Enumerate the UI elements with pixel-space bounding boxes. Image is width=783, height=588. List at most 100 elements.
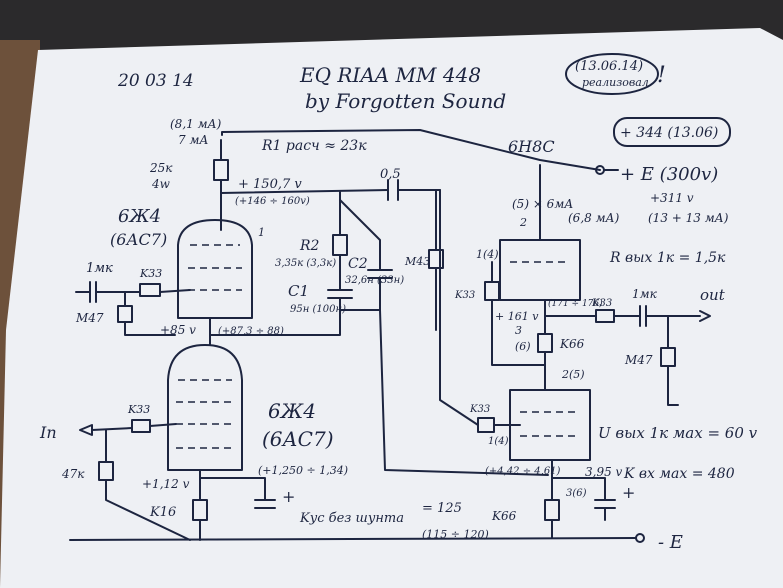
u-out-label: U вых 1к мах = 60 v — [598, 424, 758, 442]
v873-label: (+87,3 ÷ 88) — [218, 326, 284, 337]
tube1-input-wire — [75, 281, 191, 303]
tube1-grids — [188, 244, 242, 291]
top-rail-wire — [221, 129, 601, 171]
input-cap-label: 1мк — [86, 261, 113, 276]
m47-output-resistor — [660, 347, 676, 367]
coupling-wire — [220, 189, 441, 194]
pin2-label: 2 — [519, 216, 527, 229]
r2-resistor — [332, 234, 348, 256]
tube2-alt-label: (6АС7) — [262, 427, 334, 451]
lower-triode-envelope — [509, 389, 591, 461]
upper-grid-wire — [491, 261, 546, 366]
gain-label: Kус без шунта — [299, 511, 404, 526]
r47k-resistor — [98, 461, 114, 481]
v442-label: (+4,42 ÷ 4,61) — [485, 466, 561, 477]
title-text: EQ RIAA MM 448 — [299, 63, 481, 87]
tube1-pin1: 1 — [258, 226, 265, 239]
i1b-label: (6,8 мА) — [568, 211, 620, 225]
out-arrow — [699, 310, 711, 322]
k33c-label: K33 — [469, 404, 490, 415]
i1-label: (5) × 6мА — [512, 197, 573, 211]
c2-value: 32,6н (33н) — [345, 275, 404, 286]
tube-6n8s-label: 6Н8С — [508, 137, 555, 156]
gain-value: = 125 — [422, 501, 462, 516]
exclaim-mark: ! — [657, 63, 666, 88]
k33-input-label: K33 — [127, 403, 150, 416]
r-power-label: 4w — [151, 177, 171, 191]
r1-label: R1 расч ≈ 23к — [261, 138, 367, 154]
m43-resistor — [428, 249, 444, 269]
pin6-label: (6) — [515, 340, 531, 353]
k16-resistor — [192, 499, 208, 521]
m47-output-lead — [667, 315, 679, 406]
tube1-alt-label: (6АС7) — [110, 230, 167, 249]
ibias-label: (13 + 13 мА) — [648, 211, 729, 225]
v161-label: + 161 v — [495, 310, 539, 323]
tube2-label: 6Ж4 — [268, 399, 316, 423]
out-label: out — [700, 286, 726, 304]
current-label-b: 7 мА — [178, 133, 209, 147]
m43-label: M43 — [404, 255, 430, 268]
tube2-grids — [176, 379, 234, 449]
lower-cathode-network — [551, 459, 616, 539]
minus-e-label: - E — [658, 532, 683, 553]
m47-label: M47 — [75, 311, 104, 325]
coupling-capacitor — [387, 179, 399, 201]
pin14b-label: 1(4) — [488, 436, 509, 447]
k33-label: K33 — [139, 267, 162, 280]
grid-leak-wire — [435, 189, 479, 426]
ground-rail — [69, 537, 637, 541]
cathode-cap-plus: + — [282, 487, 295, 506]
riaa-c2-branch — [339, 199, 393, 311]
node1-voltage: + 150,7 v — [238, 177, 302, 192]
k66b-resistor — [544, 499, 560, 521]
riaa-return-wire — [379, 309, 549, 476]
date-text: 20 03 14 — [117, 71, 194, 91]
pin25-label: 2(5) — [561, 368, 585, 381]
v395-label: 3,95 v — [585, 465, 623, 479]
v112-label: +1,12 v — [142, 477, 190, 491]
k33-output-resistor — [595, 309, 615, 323]
k33-input-resistor — [131, 419, 151, 433]
pin3-label: 3 — [515, 324, 522, 337]
pin36-label: 3(6) — [566, 488, 587, 499]
cathode-network — [199, 469, 276, 541]
rout-label: R вых 1к = 1,5к — [609, 250, 726, 266]
v1250-label: (+1,250 ÷ 1,34) — [258, 464, 348, 477]
m47-resistor — [117, 305, 133, 323]
m47-lead — [124, 291, 176, 336]
r47k-lead — [105, 429, 191, 541]
c2-label: C2 — [348, 256, 368, 272]
k33-upper-resistor — [484, 281, 500, 301]
subtitle-text: by Forgotten Sound — [305, 89, 506, 113]
supply-label: + E (300v) — [620, 164, 718, 185]
input-wire — [79, 423, 177, 436]
realized-date: (13.06.14) — [575, 59, 643, 74]
upper-triode-envelope — [499, 239, 581, 301]
current-label-a: (8,1 мА) — [170, 117, 222, 131]
r47k-label: 47к — [61, 467, 85, 481]
input-label: In — [39, 423, 57, 442]
realized-note: реализовал — [582, 76, 649, 89]
node1-voltage-range: (+146 ÷ 160v) — [235, 196, 310, 207]
k66b-label: K66 — [491, 509, 517, 523]
revision-box — [613, 117, 731, 147]
realized-oval — [565, 53, 659, 95]
r2-value: 3,35к (3,3к) — [275, 258, 336, 269]
tube1-label: 6Ж4 — [118, 206, 161, 227]
output-cap-label: 1мк — [632, 287, 658, 301]
v85-label: +85 v — [160, 323, 196, 337]
k-out-label: K вх мах = 480 — [623, 466, 735, 482]
k66-resistor — [537, 333, 553, 353]
c1-label: C1 — [288, 282, 309, 300]
v171-label: (171 ÷ 176) — [548, 298, 603, 309]
k16-label: K16 — [149, 505, 176, 520]
k33b-label: K33 — [591, 298, 612, 309]
tube1-envelope — [177, 219, 253, 319]
r-anode-label: 25к — [149, 161, 173, 175]
lower-cap-plus: + — [622, 483, 635, 502]
m47-output-label: M47 — [624, 353, 653, 367]
revision-text: + 344 (13.06) — [620, 125, 718, 141]
